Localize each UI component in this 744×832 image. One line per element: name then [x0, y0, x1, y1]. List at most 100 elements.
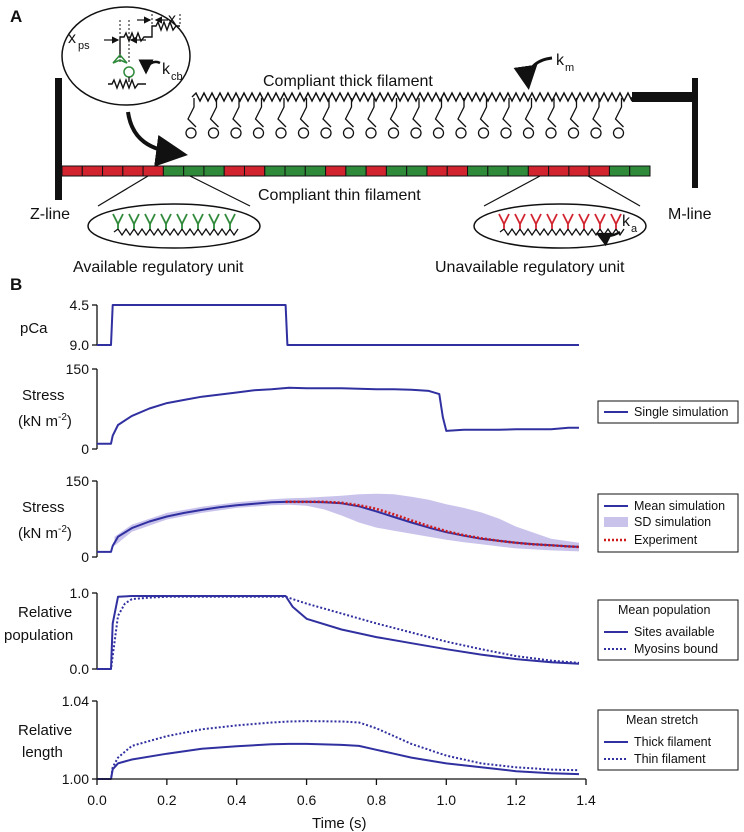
thin-filament-unit	[183, 165, 205, 177]
myosin-head-icon	[522, 98, 535, 139]
inset-thin-spring	[108, 78, 146, 90]
myosin-head-icon	[207, 98, 220, 139]
panel-b: B pCa Stress (kN m-2) Stress (kN m-2) Re…	[4, 275, 739, 832]
available-unit-label: Available regulatory unit	[73, 259, 244, 276]
x-tick-label: 0.4	[227, 792, 247, 808]
binding-site-icon	[112, 213, 124, 229]
z-line-bar	[55, 78, 62, 200]
panel-a: A Compliant thick filament Compliant thi…	[10, 6, 712, 276]
stress-single-ylabel-1: Stress	[22, 387, 65, 404]
myosin-head-icon	[230, 98, 242, 139]
unavailable-callout-line-1	[483, 175, 541, 207]
stress-mean-ylabel-1: Stress	[22, 499, 65, 516]
unavailable-unit-label: Unavailable regulatory unit	[435, 259, 625, 276]
binding-site-icon	[498, 213, 510, 229]
y-tick-label: 1.04	[62, 693, 89, 709]
pca-ylabel: pCa	[20, 320, 48, 337]
thin-filament-unit	[203, 165, 225, 177]
series-line-single-simulation	[97, 386, 579, 445]
x-tick-label: 1.4	[576, 792, 596, 808]
y-tick-label: 150	[66, 361, 90, 377]
y-tick-label: 9.0	[70, 337, 90, 353]
k-m-annotation: k m	[513, 52, 574, 90]
thin-filament-unit	[629, 165, 651, 177]
m-line-bar	[692, 78, 698, 188]
legend-mean: Mean simulation SD simulation Experiment	[597, 493, 739, 553]
thin-filament-unit	[385, 165, 408, 177]
crossbridge-inset: x ps x k cb	[61, 6, 191, 106]
available-unit-ellipse	[87, 203, 261, 249]
binding-site-icon	[144, 213, 156, 229]
binding-site-icon	[208, 213, 220, 229]
myosin-head-icon	[432, 98, 445, 139]
binding-site-icon	[128, 213, 140, 229]
legend-population-title: Mean population	[618, 603, 710, 617]
y-tick-label: 1.00	[62, 771, 89, 787]
binding-site-icon	[224, 213, 236, 229]
unavailable-unit-inset: k a Unavailable regulatory unit	[435, 175, 647, 276]
myosin-head-icon	[387, 98, 400, 139]
inset-pointer-arrow-icon	[126, 111, 188, 167]
thin-filament	[61, 165, 651, 177]
thin-filament-unit	[243, 165, 266, 177]
k-m-subscript: m	[565, 62, 574, 74]
legend-single-label: Single simulation	[634, 405, 729, 419]
k-cb-subscript: cb	[171, 71, 183, 83]
x-tick-label: 0.6	[297, 792, 317, 808]
thick-filament-spring	[191, 91, 633, 103]
legend-length-title: Mean stretch	[626, 713, 698, 727]
thin-filament-unit	[142, 165, 164, 177]
myosin-head-icon	[252, 98, 265, 139]
x-tick-label: 0.2	[157, 792, 177, 808]
x-ps-label: x	[68, 30, 76, 47]
thin-filament-unit	[325, 165, 347, 177]
myosin-head-icon	[500, 98, 512, 139]
legend-sites-label: Sites available	[634, 625, 715, 639]
legend-sd-label: SD simulation	[634, 515, 711, 529]
x-tick-label: 1.2	[506, 792, 526, 808]
thin-filament-unit	[345, 165, 367, 177]
x-label: x	[168, 11, 176, 28]
k-a-arrow-icon	[595, 230, 621, 247]
thin-filament-unit	[548, 165, 570, 177]
k-m-label: k	[556, 52, 565, 69]
thin-filament-unit	[284, 165, 306, 177]
myosin-head-icon	[455, 98, 467, 139]
population-ylabel-1: Relative	[18, 604, 72, 621]
thin-filament-unit	[81, 165, 104, 177]
legend-single-box	[597, 400, 739, 424]
m-line-connector	[632, 92, 694, 102]
thin-filament-unit	[406, 165, 428, 177]
thin-filament-unit	[608, 165, 631, 177]
inset-spring	[113, 227, 239, 237]
legend-population: Mean population Sites available Myosins …	[597, 599, 739, 661]
legend-experiment-label: Experiment	[634, 533, 698, 547]
stress-mean-ylabel-2: (kN m-2)	[18, 524, 72, 542]
legend-thick-label: Thick filament	[634, 735, 712, 749]
x-tick-label: 0.0	[87, 792, 107, 808]
thin-filament-unit	[467, 165, 489, 177]
k-cb-label: k	[162, 61, 171, 78]
panel-a-letter: A	[10, 7, 22, 26]
binding-site-icon	[546, 213, 558, 229]
series-line-myosins-bound	[97, 595, 580, 670]
stress-single-ylabel-2: (kN m-2)	[18, 412, 72, 430]
legend-mean-label: Mean simulation	[634, 499, 725, 513]
y-tick-label: 0	[81, 441, 89, 457]
length-ylabel-1: Relative	[18, 722, 72, 739]
myosin-head-icon	[365, 98, 377, 139]
y-tick-label: 0	[81, 549, 89, 565]
y-tick-label: 0.0	[70, 661, 90, 677]
binding-site-icon	[192, 213, 204, 229]
available-callout-line-2	[189, 175, 251, 207]
thin-filament-unit	[304, 165, 327, 177]
k-a-label: k	[622, 213, 631, 230]
m-line-label: M-line	[668, 206, 712, 223]
series-line-sites-available	[97, 595, 580, 670]
thin-filament-unit	[588, 165, 610, 177]
myosin-head-icon	[410, 98, 422, 139]
thin-filament-unit	[426, 165, 448, 177]
